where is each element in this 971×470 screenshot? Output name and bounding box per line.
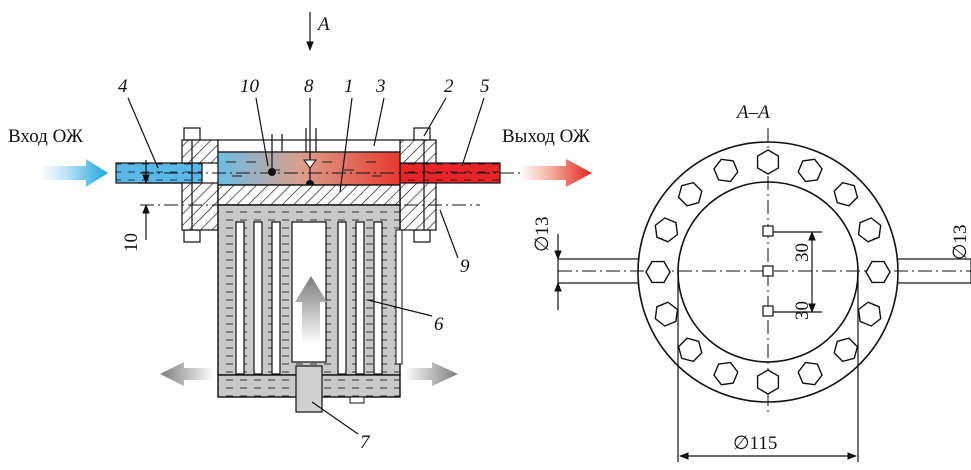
view-arrow-label: A (316, 14, 330, 35)
outlet-arrow-icon (520, 159, 592, 187)
bolts-right (399, 127, 437, 243)
part-label-9: 9 (460, 256, 470, 277)
part-label-10: 10 (240, 76, 260, 97)
flange-bolt-hexagons (645, 149, 891, 395)
part-label-3: 3 (375, 76, 386, 97)
flange-diameter-dimension: ∅115 (733, 433, 777, 454)
spacing-lower-dimension: 30 (792, 301, 813, 320)
inlet-arrow-icon (40, 159, 108, 187)
coolant-chamber (217, 151, 401, 186)
bolt-hexagon (833, 181, 859, 207)
bolt-hexagon (756, 369, 780, 395)
bolt-hexagon (713, 158, 739, 183)
outlet-label: Выход ОЖ (502, 126, 591, 147)
part-label-5: 5 (480, 76, 490, 97)
bolt-hexagon (713, 361, 739, 386)
section-aa-view: A–A 30 30 ∅13 ∅13 ∅115 (532, 102, 971, 462)
spacing-upper-dimension: 30 (792, 243, 813, 262)
section-view: Вход ОЖ Выход ОЖ (8, 12, 592, 453)
part-label-4: 4 (118, 76, 128, 97)
part-label-2: 2 (444, 76, 454, 97)
bolt-hexagon (865, 260, 891, 284)
rod (295, 365, 323, 413)
section-aa-title: A–A (735, 102, 770, 123)
part-labels: 4 10 8 1 3 2 5 9 6 7 (118, 76, 490, 453)
cover-plate (217, 139, 401, 153)
flow-left-arrow-icon (160, 362, 214, 386)
bolt-hexagon (797, 158, 823, 183)
bolt-hexagon (654, 217, 679, 243)
part-label-1: 1 (344, 76, 354, 97)
flow-up-arrow-icon (295, 276, 327, 344)
bolt-hexagon (857, 217, 882, 243)
part-label-6: 6 (434, 314, 444, 335)
bolt-hexagon (677, 181, 703, 207)
bolt-hexagon (797, 361, 823, 386)
flow-right-arrow-icon (404, 362, 458, 386)
pipe-left-dimension: ∅13 (532, 216, 553, 252)
part-label-8: 8 (304, 76, 314, 97)
gap-dimension: 10 (121, 233, 142, 252)
bolt-hexagon (645, 260, 671, 284)
inlet-label: Вход ОЖ (8, 126, 84, 147)
pipe-right-dimension: ∅13 (950, 224, 971, 260)
base-plate (217, 184, 401, 206)
bolt-hexagon (756, 149, 780, 175)
bolts-left (181, 127, 219, 243)
part-label-7: 7 (360, 432, 371, 453)
radiator-fins (235, 221, 383, 375)
